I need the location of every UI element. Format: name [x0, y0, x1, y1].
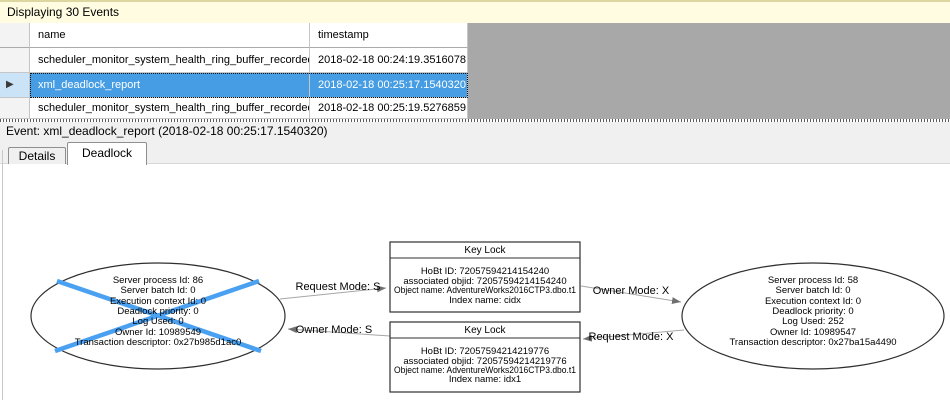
- deadlock-graph: Server process Id: 86 Server batch Id: 0…: [30, 241, 945, 393]
- row-selector-cell[interactable]: ▶: [0, 73, 30, 98]
- process-attr: Execution context Id: 0: [765, 296, 861, 307]
- table-row[interactable]: scheduler_monitor_system_health_ring_buf…: [0, 98, 468, 119]
- cell-timestamp[interactable]: 2018-02-18 00:25:17.1540320: [310, 73, 468, 98]
- process-attr: Log Used: 0: [132, 316, 183, 327]
- process-attr: Owner Id: 10989547: [770, 327, 856, 338]
- resource-attr: HoBt ID: 72057594214154240: [421, 266, 549, 277]
- grid-details-splitter[interactable]: [0, 119, 950, 122]
- process-attr: Owner Id: 10989549: [115, 327, 201, 338]
- deadlock-graph-pane: Server process Id: 86 Server batch Id: 0…: [0, 164, 950, 400]
- resource-attr: HoBt ID: 72057594214219776: [421, 346, 549, 357]
- table-row[interactable]: scheduler_monitor_system_health_ring_buf…: [0, 48, 468, 73]
- process-attr: Log Used: 252: [782, 316, 844, 327]
- edge-request-x-arrow: [582, 329, 685, 342]
- process-attr: Server batch Id: 0: [776, 285, 851, 296]
- cell-name[interactable]: xml_deadlock_report: [30, 73, 310, 98]
- tab-details[interactable]: Details: [8, 147, 66, 164]
- details-tabstrip: [0, 140, 950, 164]
- events-grid: name timestamp scheduler_monitor_system_…: [0, 23, 950, 119]
- resource-node-keylock-top[interactable]: Key Lock HoBt ID: 72057594214154240 asso…: [389, 241, 581, 313]
- table-row-selected[interactable]: ▶ xml_deadlock_report 2018-02-18 00:25:1…: [0, 73, 468, 98]
- row-selector-cell[interactable]: [0, 48, 30, 73]
- edge-request-s-arrow: [279, 285, 387, 300]
- cell-timestamp[interactable]: 2018-02-18 00:25:19.5276859: [310, 98, 468, 119]
- resource-attr: associated objid: 72057594214154240: [403, 276, 566, 287]
- process-attr: Execution context Id: 0: [110, 296, 206, 307]
- victim-process-node[interactable]: Server process Id: 86 Server batch Id: 0…: [30, 262, 286, 370]
- edge-label-request-s: Request Mode: S: [296, 281, 381, 293]
- events-count-label: Displaying 30 Events: [7, 5, 120, 19]
- cell-name[interactable]: scheduler_monitor_system_health_ring_buf…: [30, 48, 310, 73]
- column-header-name[interactable]: name: [30, 23, 310, 48]
- resource-title: Key Lock: [464, 325, 506, 336]
- resource-title: Key Lock: [464, 245, 506, 256]
- edge-owner-s-arrow: [287, 326, 391, 337]
- edge-label-request-x: Request Mode: X: [589, 331, 675, 343]
- process-attr: Deadlock priority: 0: [772, 306, 853, 317]
- events-count-bar: Displaying 30 Events: [0, 0, 950, 23]
- resource-attr: Index name: cidx: [449, 295, 521, 306]
- process-attr: Deadlock priority: 0: [117, 306, 198, 317]
- current-row-marker-icon: ▶: [6, 79, 14, 90]
- grid-header-row: name timestamp: [0, 23, 468, 48]
- winner-process-node[interactable]: Server process Id: 58 Server batch Id: 0…: [681, 262, 945, 370]
- edge-label-owner-s: Owner Mode: S: [296, 324, 372, 336]
- process-attr: Server process Id: 86: [113, 275, 203, 286]
- cell-name[interactable]: scheduler_monitor_system_health_ring_buf…: [30, 98, 310, 119]
- resource-attr: Object name: AdventureWorks2016CTP3.dbo.…: [394, 285, 576, 296]
- process-attr: Server process Id: 58: [768, 275, 858, 286]
- edge-owner-x-arrow: [580, 285, 682, 305]
- row-selector-header-cell: [0, 23, 30, 48]
- victim-cross-icon: [54, 278, 260, 354]
- resource-attr: Index name: idx1: [449, 374, 521, 385]
- process-attr: Transaction descriptor: 0x27b985d1ac0: [75, 337, 242, 348]
- tab-deadlock[interactable]: Deadlock: [67, 142, 147, 165]
- row-selector-cell[interactable]: [0, 98, 30, 119]
- resource-node-keylock-bottom[interactable]: Key Lock HoBt ID: 72057594214219776 asso…: [389, 321, 581, 393]
- resource-attr: associated objid: 72057594214219776: [403, 356, 566, 367]
- event-summary-bar: Event: xml_deadlock_report (2018-02-18 0…: [0, 122, 950, 140]
- pane-left-border: [2, 150, 3, 400]
- edge-label-owner-x: Owner Mode: X: [593, 285, 670, 297]
- process-attr: Transaction descriptor: 0x27ba15a4490: [729, 337, 896, 348]
- cell-timestamp[interactable]: 2018-02-18 00:24:19.3516078: [310, 48, 468, 73]
- event-summary-label: Event: xml_deadlock_report (2018-02-18 0…: [6, 124, 328, 138]
- column-header-timestamp[interactable]: timestamp: [310, 23, 468, 48]
- process-attr: Server batch Id: 0: [121, 285, 196, 296]
- resource-attr: Object name: AdventureWorks2016CTP3.dbo.…: [394, 365, 576, 376]
